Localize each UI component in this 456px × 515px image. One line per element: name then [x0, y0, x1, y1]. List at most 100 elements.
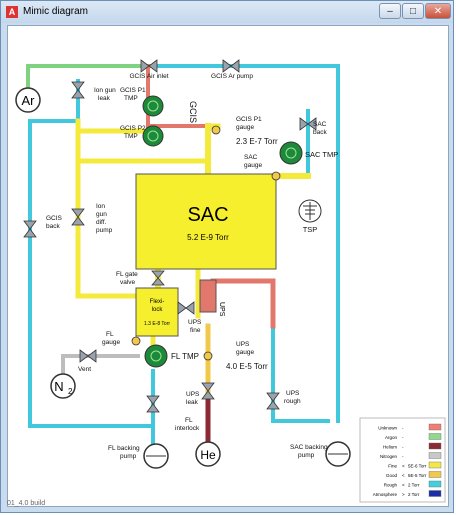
ups-label: UPS [218, 302, 225, 317]
gcis-ar-pump-valve-icon[interactable] [222, 59, 240, 73]
legend: Unknown-Argon-Helium-Nitrogen-Fine<5E-6 … [359, 417, 446, 503]
legend-op: < [402, 483, 405, 488]
helium-bottle-icon [195, 441, 221, 467]
flexi-lock-label-1: Flexi- [150, 299, 165, 305]
close-button[interactable]: ✕ [425, 3, 451, 19]
gcis-air-inlet-label: GCIS Air inlet [129, 73, 168, 80]
legend-value: 2 Torr [408, 492, 420, 497]
ion-gun-diff-valve-icon[interactable] [71, 208, 85, 226]
legend-swatch [428, 471, 442, 478]
gcis-ar-pump-label: GCIS Ar pump [211, 73, 253, 80]
vent-valve-icon[interactable] [79, 349, 97, 363]
ups-leak-label-2: leak [186, 399, 199, 406]
legend-row: Fine<5E-6 Torr [388, 461, 442, 469]
fl-backing-label-2: pump [120, 453, 137, 460]
legend-row: Rough<2 Torr [384, 480, 442, 488]
fl-tmp-pump-icon[interactable] [144, 344, 168, 368]
legend-name: Atmosphere [373, 492, 398, 497]
legend-row: Atmosphere >2 Torr [373, 490, 442, 497]
legend-name: Good [386, 473, 398, 478]
maximize-button[interactable]: □ [402, 3, 424, 19]
fl-interlock-label-2: interlock [175, 425, 200, 432]
tsp-label: TSP [303, 225, 318, 234]
legend-op: - [402, 454, 404, 459]
sac-backing-pump-icon[interactable] [325, 441, 351, 467]
fl-gate-label-1: FL gate [116, 271, 138, 278]
ups-gauge-icon[interactable] [203, 351, 213, 361]
legend-row: Unknown- [378, 423, 442, 431]
fl-backing-label-1: FL backing [108, 445, 140, 452]
sac-back-label-2: back [313, 129, 327, 136]
fl-gate-label-2: valve [120, 279, 136, 286]
flexi-lock-label-2: lock [152, 307, 164, 313]
ups-leak-valve-icon[interactable] [201, 382, 215, 400]
tsp-pump-icon[interactable] [298, 199, 322, 223]
n2-label: N [54, 379, 63, 394]
flexi-lock-pressure: 1.3 E-8 Torr [144, 321, 170, 327]
argon-pipe [26, 64, 158, 98]
sac-backing-label-2: pump [298, 452, 315, 459]
ups-rough-label-2: rough [284, 398, 301, 405]
flexi-lock-chamber [135, 287, 179, 337]
minimize-button[interactable]: – [379, 3, 401, 19]
gcis-label: GCIS [188, 101, 198, 123]
sac-gauge-label-1: SAC [244, 154, 258, 161]
gcis-p1-gauge-icon[interactable] [211, 125, 221, 135]
sac-gauge-icon[interactable] [271, 171, 281, 181]
gcis-air-inlet-valve-icon[interactable] [140, 59, 158, 73]
sac-gauge-label-2: gauge [244, 162, 262, 169]
legend-name: Helium [383, 445, 397, 450]
ups-gauge-label-1: UPS [236, 341, 250, 348]
fl-backing-valve-icon[interactable] [146, 395, 160, 413]
legend-row: Argon- [385, 433, 442, 440]
fl-tmp-label: FL TMP [171, 352, 199, 361]
he-label: He [200, 448, 216, 462]
gcis-p1-tmp-label-2: TMP [124, 95, 138, 102]
ion-gun-diff-label-1: Ion [96, 203, 105, 210]
mimic-diagram: SAC 5.2 E-9 Torr Flexi- lock 1.3 E-8 Tor… [15, 59, 446, 503]
legend-name: Rough [384, 483, 398, 488]
ups-fine-label-2: fine [190, 327, 201, 334]
gcis-p2-tmp-pump-icon[interactable] [142, 125, 164, 147]
ups-fine-valve-icon[interactable] [177, 301, 195, 315]
sac-tmp-pump-icon[interactable] [279, 141, 303, 165]
vent-label: Vent [78, 366, 91, 373]
legend-name: Nitrogen [380, 454, 398, 459]
gcis-back-valve-icon[interactable] [23, 220, 37, 238]
legend-row: Helium- [383, 442, 442, 450]
yellow-pipe-left [75, 118, 141, 299]
ups-rough-valve-icon[interactable] [266, 392, 280, 410]
ion-gun-diff-label-3: diff. [96, 219, 107, 226]
gcis-p1-gauge-label-1: GCIS P1 [236, 116, 262, 123]
fl-gauge-label-2: gauge [102, 339, 120, 346]
ups-gauge-label-2: gauge [236, 349, 254, 356]
legend-swatch [428, 433, 442, 440]
air-pipe [146, 64, 210, 128]
legend-name: Unknown [378, 426, 397, 431]
ups-rough-label-1: UPS [286, 390, 300, 397]
legend-swatch [428, 442, 442, 450]
ups-leak-label-1: UPS [186, 391, 200, 398]
gcis-p2-tmp-label-2: TMP [124, 133, 138, 140]
gcis-back-label-2: back [46, 223, 60, 230]
n2-sub: 2 [68, 387, 73, 396]
fl-gate-valve-icon[interactable] [151, 270, 165, 286]
legend-name: Fine [388, 464, 397, 469]
fl-gauge-icon[interactable] [131, 336, 141, 346]
ion-gun-diff-label-4: pump [96, 227, 113, 234]
fl-backing-pump-icon[interactable] [143, 443, 169, 469]
gcis-p2-tmp-label-1: GCIS P2 [120, 125, 146, 132]
title-bar: A Mimic diagram – □ ✕ [1, 1, 453, 23]
ion-gun-leak-valve-icon[interactable] [71, 81, 85, 99]
ups-chamber [199, 279, 217, 313]
legend-op: > [402, 492, 405, 497]
ion-gun-leak-label-1: Ion gun [94, 87, 116, 94]
legend-swatch [428, 490, 442, 497]
sac-back-valve-icon[interactable] [299, 117, 317, 131]
gcis-p1-tmp-pump-icon[interactable] [142, 95, 164, 117]
window-title: Mimic diagram [23, 6, 89, 17]
ups-pipe [210, 278, 276, 329]
argon-bottle-icon [15, 87, 41, 113]
legend-op: - [402, 445, 404, 450]
